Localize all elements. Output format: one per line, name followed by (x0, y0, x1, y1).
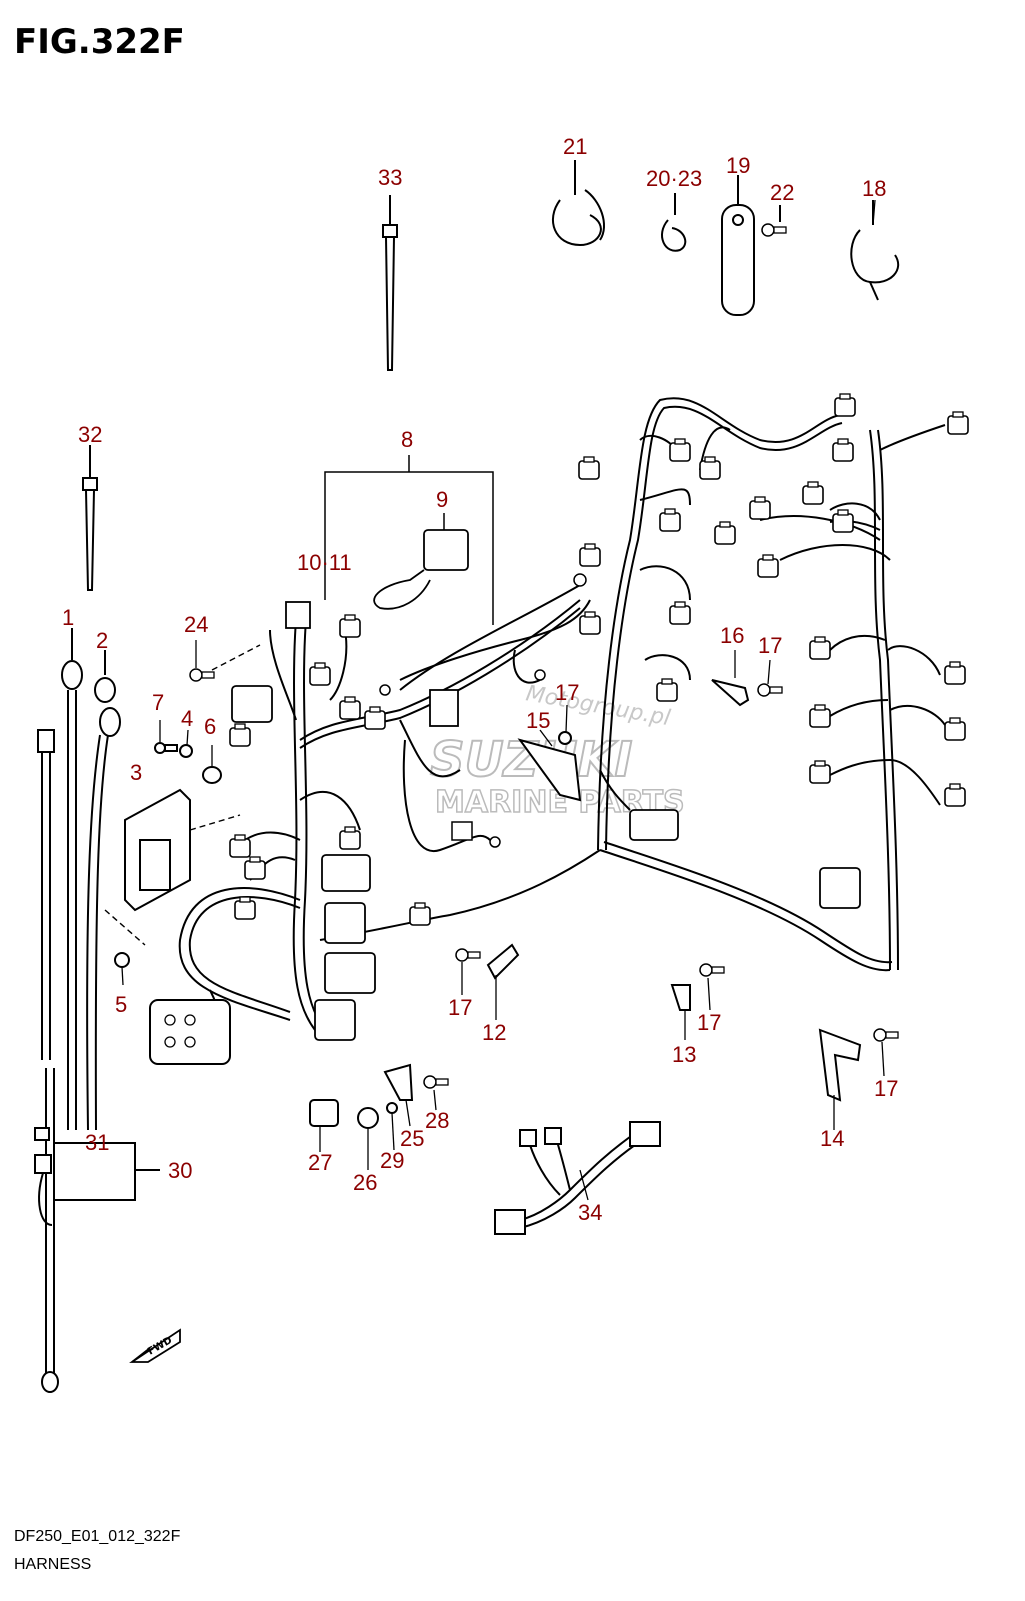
relay-part-9 (324, 455, 494, 625)
callout-3: 3 (130, 760, 142, 785)
callout-24: 24 (184, 612, 208, 637)
callout-7: 7 (152, 690, 164, 715)
callout-5: 5 (115, 992, 127, 1017)
callout-29: 29 (380, 1148, 404, 1173)
cable-ties (82, 195, 398, 591)
right-harness-connectors (578, 393, 969, 909)
callout-13: 13 (672, 1042, 696, 1067)
callout-17-c: 17 (448, 995, 472, 1020)
callout-25: 25 (400, 1126, 424, 1151)
callout-26: 26 (353, 1170, 377, 1195)
callout-31: 31 (85, 1130, 109, 1155)
sub-harness-34 (494, 1121, 661, 1235)
callout-15: 15 (526, 708, 550, 733)
callout-1: 1 (62, 605, 74, 630)
callout-18: 18 (862, 176, 886, 201)
callout-16: 16 (720, 623, 744, 648)
left-harness-details (149, 573, 587, 1065)
callout-12: 12 (482, 1020, 506, 1045)
top-clamps (551, 160, 900, 316)
callout-27: 27 (308, 1150, 332, 1175)
left-harness (178, 599, 601, 1041)
ecm-bracket (104, 644, 261, 968)
figure-title: FIG.322F (14, 22, 185, 62)
callout-8: 8 (401, 427, 413, 452)
callout-20-23: 20·23 (646, 166, 702, 191)
fwd-arrow-icon: FWD (129, 1328, 181, 1363)
callout-34: 34 (578, 1200, 602, 1225)
callout-10-11: 10·11 (297, 550, 352, 575)
callout-14: 14 (820, 1126, 844, 1151)
callout-17-a: 17 (555, 680, 579, 705)
callout-33: 33 (378, 165, 402, 190)
callout-28: 28 (425, 1108, 449, 1133)
callout-9: 9 (436, 487, 448, 512)
callout-30: 30 (168, 1158, 192, 1183)
callout-17-b: 17 (758, 633, 782, 658)
callout-4: 4 (181, 706, 193, 731)
callouts: 1 2 3 4 5 6 7 8 9 10·11 12 13 14 15 16 1… (62, 134, 898, 1225)
callout-2: 2 (96, 628, 108, 653)
leader-lines (121, 199, 885, 1201)
callout-21: 21 (563, 134, 587, 159)
callout-22: 22 (770, 180, 794, 205)
battery-cables (34, 628, 160, 1393)
callout-32: 32 (78, 422, 102, 447)
callout-17-d: 17 (697, 1010, 721, 1035)
brackets (455, 679, 899, 1102)
figure-code: DF250_E01_012_322F (14, 1528, 181, 1545)
small-parts (309, 1063, 449, 1129)
main-harness (597, 397, 946, 972)
callout-6: 6 (204, 714, 216, 739)
callout-17-e: 17 (874, 1076, 898, 1101)
callout-19: 19 (726, 153, 750, 178)
figure-name: HARNESS (14, 1556, 92, 1573)
